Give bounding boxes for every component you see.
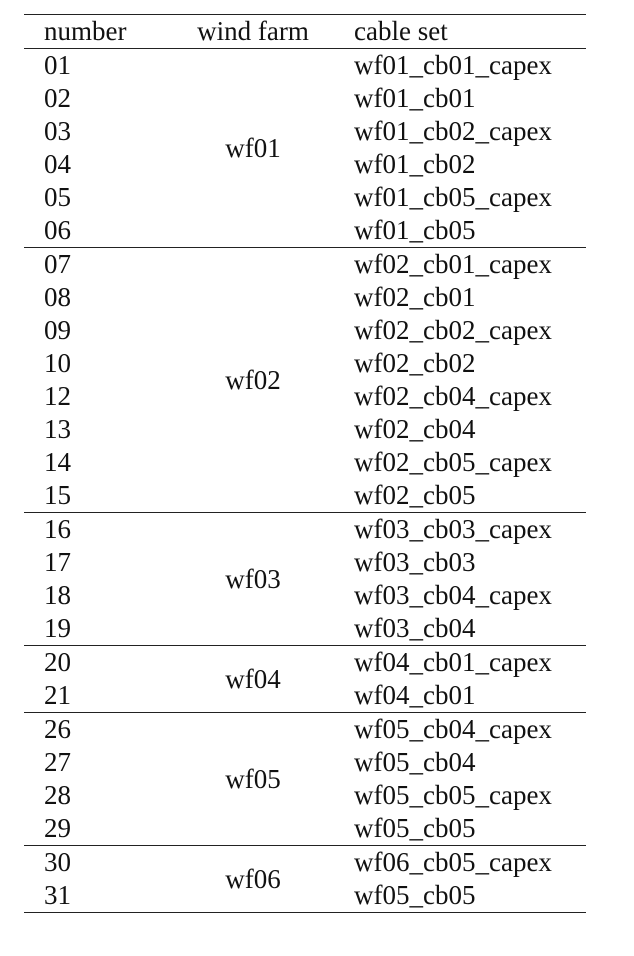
cable-set-cell: wf02_cb05 — [354, 480, 476, 510]
row-number: 05 — [44, 182, 71, 212]
table-row: 20 wf04 wf04_cb01_capex — [24, 646, 586, 694]
cable-set-cell: wf03_cb04 — [354, 613, 476, 643]
row-number: 31 — [44, 880, 71, 910]
row-number: 01 — [44, 50, 71, 80]
table-row: 02 wf01_cb01 — [24, 82, 586, 115]
cable-set-cell: wf05_cb04 — [354, 747, 476, 777]
wind-farm-cell: wf05 — [225, 763, 281, 794]
cable-set-cell: wf04_cb01_capex — [354, 647, 552, 677]
table-row: 09 wf02_cb02_capex — [24, 314, 586, 347]
cable-set-cell: wf01_cb01_capex — [354, 50, 552, 80]
row-number: 04 — [44, 149, 71, 179]
cable-set-cell: wf02_cb05_capex — [354, 447, 552, 477]
cable-set-cell: wf02_cb04_capex — [354, 381, 552, 411]
wind-farm-cell: wf02 — [225, 364, 281, 395]
row-number: 21 — [44, 680, 71, 710]
cable-set-cell: wf02_cb04 — [354, 414, 476, 444]
cable-set-cell: wf03_cb04_capex — [354, 580, 552, 610]
wind-farm-cell: wf01 — [225, 132, 281, 163]
header-number: number — [44, 16, 127, 46]
cable-set-cell: wf05_cb05 — [354, 813, 476, 843]
row-number: 07 — [44, 249, 71, 279]
row-number: 16 — [44, 514, 71, 544]
row-number: 14 — [44, 447, 71, 477]
row-number: 30 — [44, 847, 71, 877]
row-number: 09 — [44, 315, 71, 345]
cable-set-cell: wf03_cb03 — [354, 547, 476, 577]
row-number: 12 — [44, 381, 71, 411]
cable-set-cell: wf06_cb05_capex — [354, 847, 552, 877]
row-number: 03 — [44, 116, 71, 146]
table-row: 10 wf02_cb02 — [24, 347, 586, 380]
header-wind-farm: wind farm — [197, 16, 309, 46]
header-cable-set: cable set — [354, 16, 448, 46]
cable-set-cell: wf02_cb01_capex — [354, 249, 552, 279]
row-number: 19 — [44, 613, 71, 643]
table-row: 08 wf02_cb01 — [24, 281, 586, 314]
table-row: 03 wf01_cb02_capex — [24, 115, 586, 148]
table-row: 18 wf03_cb04_capex — [24, 579, 586, 612]
header-row: number wind farm cable set — [24, 14, 586, 49]
cable-set-cell: wf01_cb05 — [354, 215, 476, 245]
table-body: 01 wf01 wf01_cb01_capex 02 wf01_cb01 03 wf01_c… — [24, 49, 586, 913]
row-number: 17 — [44, 547, 71, 577]
cable-set-cell: wf01_cb02_capex — [354, 116, 552, 146]
table-row: 13 wf02_cb04 — [24, 413, 586, 446]
cable-set-cell: wf05_cb05_capex — [354, 780, 552, 810]
table-row: 04 wf01_cb02 — [24, 148, 586, 181]
cable-set-cell: wf01_cb01 — [354, 83, 476, 113]
table-row: 30 wf06 wf06_cb05_capex — [24, 846, 586, 894]
row-number: 28 — [44, 780, 71, 810]
wind-farm-cell: wf03 — [225, 563, 281, 594]
table-row: 12 wf02_cb04_capex — [24, 380, 586, 413]
cable-set-cell: wf03_cb03_capex — [354, 514, 552, 544]
table-row: 17 wf03_cb03 — [24, 546, 586, 579]
row-number: 10 — [44, 348, 71, 378]
cable-set-table: number wind farm cable set 01 wf01 wf01_cb… — [24, 14, 586, 913]
cable-set-cell: wf05_cb04_capex — [354, 714, 552, 744]
cable-set-cell: wf01_cb05_capex — [354, 182, 552, 212]
table-header: number wind farm cable set — [24, 14, 586, 49]
table-row: 27 wf05_cb04 — [24, 746, 586, 779]
row-number: 02 — [44, 83, 71, 113]
row-number: 06 — [44, 215, 71, 245]
cable-set-cell: wf02_cb01 — [354, 282, 476, 312]
wind-farm-cell: wf04 — [225, 663, 281, 694]
table-row: 26 wf05 wf05_cb04_capex — [24, 713, 586, 794]
row-number: 18 — [44, 580, 71, 610]
row-number: 15 — [44, 480, 71, 510]
row-number: 27 — [44, 747, 71, 777]
table-row: 16 wf03 wf03_cb03_capex — [24, 513, 586, 594]
table-row: 01 wf01 wf01_cb01_capex — [24, 49, 586, 163]
cable-set-cell: wf04_cb01 — [354, 680, 476, 710]
cable-set-cell: wf02_cb02 — [354, 348, 476, 378]
row-number: 08 — [44, 282, 71, 312]
table-row: 05 wf01_cb05_capex — [24, 181, 586, 214]
table-row: 21 wf04_cb01 — [24, 679, 586, 713]
cable-set-cell: wf01_cb02 — [354, 149, 476, 179]
row-number: 20 — [44, 647, 71, 677]
table-row: 28 wf05_cb05_capex — [24, 779, 586, 812]
row-number: 26 — [44, 714, 71, 744]
wind-farm-cell: wf06 — [225, 863, 281, 894]
table-row: 14 wf02_cb05_capex — [24, 446, 586, 479]
cable-set-cell: wf02_cb02_capex — [354, 315, 552, 345]
table-row: 07 wf02 wf02_cb01_capex — [24, 248, 586, 395]
row-number: 13 — [44, 414, 71, 444]
cable-set-cell: wf05_cb05 — [354, 880, 476, 910]
row-number: 29 — [44, 813, 71, 843]
